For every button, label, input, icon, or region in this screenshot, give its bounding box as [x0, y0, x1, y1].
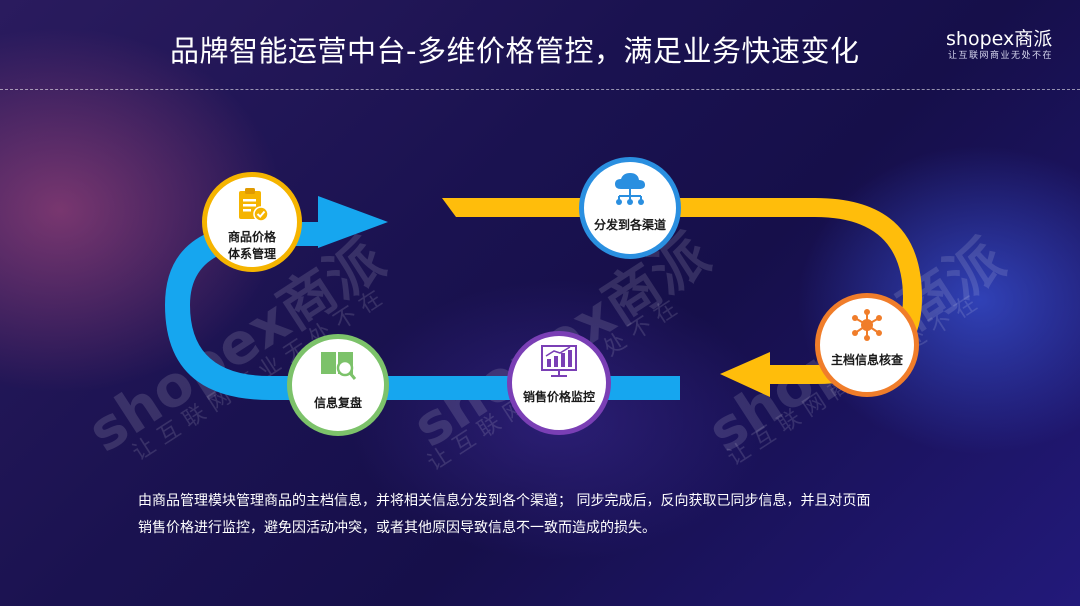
node-label-line1: 分发到各渠道: [593, 218, 666, 232]
logo-wordmark: shopex商派: [946, 28, 1053, 50]
page-title: 品牌智能运营中台-多维价格管控，满足业务快速变化: [170, 34, 860, 68]
node-info-review: 信息复盘: [287, 334, 389, 436]
blue-arrowhead: [318, 196, 388, 248]
node-label-line1: 主档信息核查: [830, 353, 903, 367]
node-price-system: 商品价格 体系管理: [202, 172, 302, 272]
trend-board-icon: [541, 345, 577, 377]
description-line1: 由商品管理模块管理商品的主档信息，并将相关信息分发到各个渠道； 同步完成后，反向…: [138, 493, 871, 509]
node-label-line1: 商品价格: [227, 230, 276, 244]
header-divider: [0, 89, 1080, 90]
node-distribute-channels: 分发到各渠道: [579, 157, 681, 259]
node-label-line1: 销售价格监控: [522, 390, 595, 404]
node-sales-price-monitor: 销售价格监控: [507, 331, 611, 435]
hub-network-icon: [852, 309, 882, 341]
description-text: 由商品管理模块管理商品的主档信息，并将相关信息分发到各个渠道； 同步完成后，反向…: [138, 488, 968, 542]
node-master-data-check: 主档信息核查: [815, 293, 919, 397]
yellow-arrowhead: [720, 352, 770, 397]
node-label-line1: 信息复盘: [313, 396, 362, 410]
cloud-network-icon: [615, 173, 645, 205]
node-label-line2: 体系管理: [227, 247, 276, 261]
clipboard-check-icon: [239, 188, 269, 222]
logo-slogan: 让互联网商业无处不在: [948, 51, 1054, 61]
brand-logo: shopex商派 让互联网商业无处不在: [946, 24, 1066, 64]
book-search-icon: [321, 352, 357, 380]
description-line2: 销售价格进行监控，避免因活动冲突，或者其他原因导致信息不一致而造成的损失。: [138, 520, 656, 536]
